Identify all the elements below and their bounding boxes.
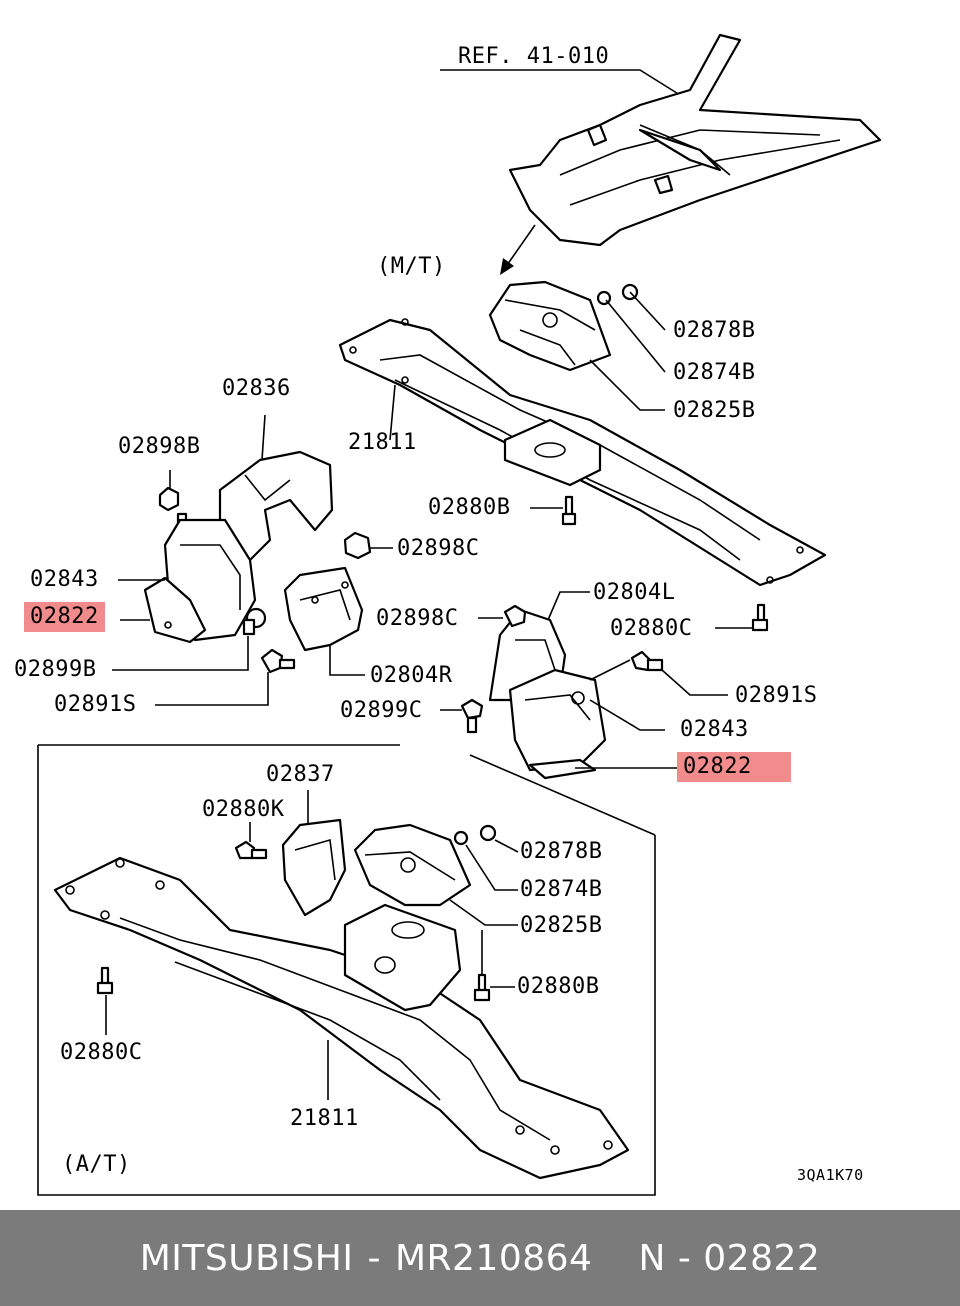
label-02825b-at: 02825B: [520, 913, 603, 938]
variant-mt-label: (M/T): [377, 254, 446, 279]
bolt-02880c-right: [751, 603, 769, 632]
label-02891s-left: 02891S: [54, 692, 137, 717]
label-02878b-at: 02878B: [520, 839, 603, 864]
label-02880k: 02880K: [202, 797, 285, 822]
label-02880c-right: 02880C: [610, 616, 693, 641]
mount-02825b-at: [353, 823, 497, 907]
bolt-02899b: [242, 607, 267, 636]
mount-right: [508, 668, 607, 780]
footer-ref-number: N - 02822: [638, 1237, 821, 1279]
label-21811-mt: 21811: [348, 430, 417, 455]
mount-left: [143, 518, 257, 644]
label-02822-left-highlight: 02822: [24, 602, 105, 632]
label-02874b-mt: 02874B: [673, 360, 756, 385]
footer-bar: MITSUBISHI - MR210864 N - 02822: [0, 1210, 960, 1306]
label-21811-at: 21811: [290, 1106, 359, 1131]
label-02843-left: 02843: [30, 567, 99, 592]
bolt-02891s-right: [630, 650, 664, 672]
ref-leader: [440, 69, 681, 96]
nut-02898c-right: [503, 604, 527, 628]
bolt-02891s-left: [260, 648, 296, 674]
label-02822-right-highlight: 02822: [677, 752, 791, 782]
mount-02825b-mt: [488, 280, 639, 372]
label-02899c: 02899C: [340, 698, 423, 723]
figure-code: 3QA1K70: [797, 1166, 864, 1184]
label-02880b-mt: 02880B: [428, 495, 511, 520]
label-02836: 02836: [222, 376, 291, 401]
footer-brand: MITSUBISHI: [139, 1237, 354, 1279]
arrow-icon: [500, 224, 536, 275]
footer-part-number: MR210864: [394, 1237, 593, 1279]
bolt-02880c-at: [96, 966, 114, 995]
at-group-box: [37, 744, 656, 1196]
label-02899b: 02899B: [14, 657, 97, 682]
label-02898c-a: 02898C: [397, 536, 480, 561]
vehicle-frame: [508, 33, 882, 247]
bolt-02880b-at: [473, 973, 491, 1002]
nut-02898c: [343, 531, 372, 560]
label-02880b-at: 02880B: [517, 974, 600, 999]
label-02837: 02837: [266, 762, 335, 787]
variant-at-label: (A/T): [62, 1152, 131, 1177]
bolt-02880b-mt: [561, 495, 577, 526]
label-02874b-at: 02874B: [520, 877, 603, 902]
bracket-02804r: [283, 566, 364, 652]
label-02804r: 02804R: [370, 663, 453, 688]
bolt-02899c: [460, 698, 484, 734]
bolt-02880k: [234, 840, 268, 860]
label-02891s-right: 02891S: [735, 683, 818, 708]
label-02880c-at: 02880C: [60, 1040, 143, 1065]
label-02804l: 02804L: [593, 580, 676, 605]
reference-label: REF. 41-010: [458, 44, 610, 69]
label-02825b-mt: 02825B: [673, 398, 756, 423]
label-02898c-b: 02898C: [376, 606, 459, 631]
label-02843-right: 02843: [680, 717, 749, 742]
protector-02837: [281, 818, 347, 917]
crossmember-at: [53, 856, 630, 1180]
label-02898b: 02898B: [118, 434, 201, 459]
footer-separator: -: [367, 1237, 381, 1279]
parts-diagram: [37, 33, 882, 1196]
label-02878b-mt: 02878B: [673, 318, 756, 343]
crossmember-mt: [338, 318, 827, 587]
